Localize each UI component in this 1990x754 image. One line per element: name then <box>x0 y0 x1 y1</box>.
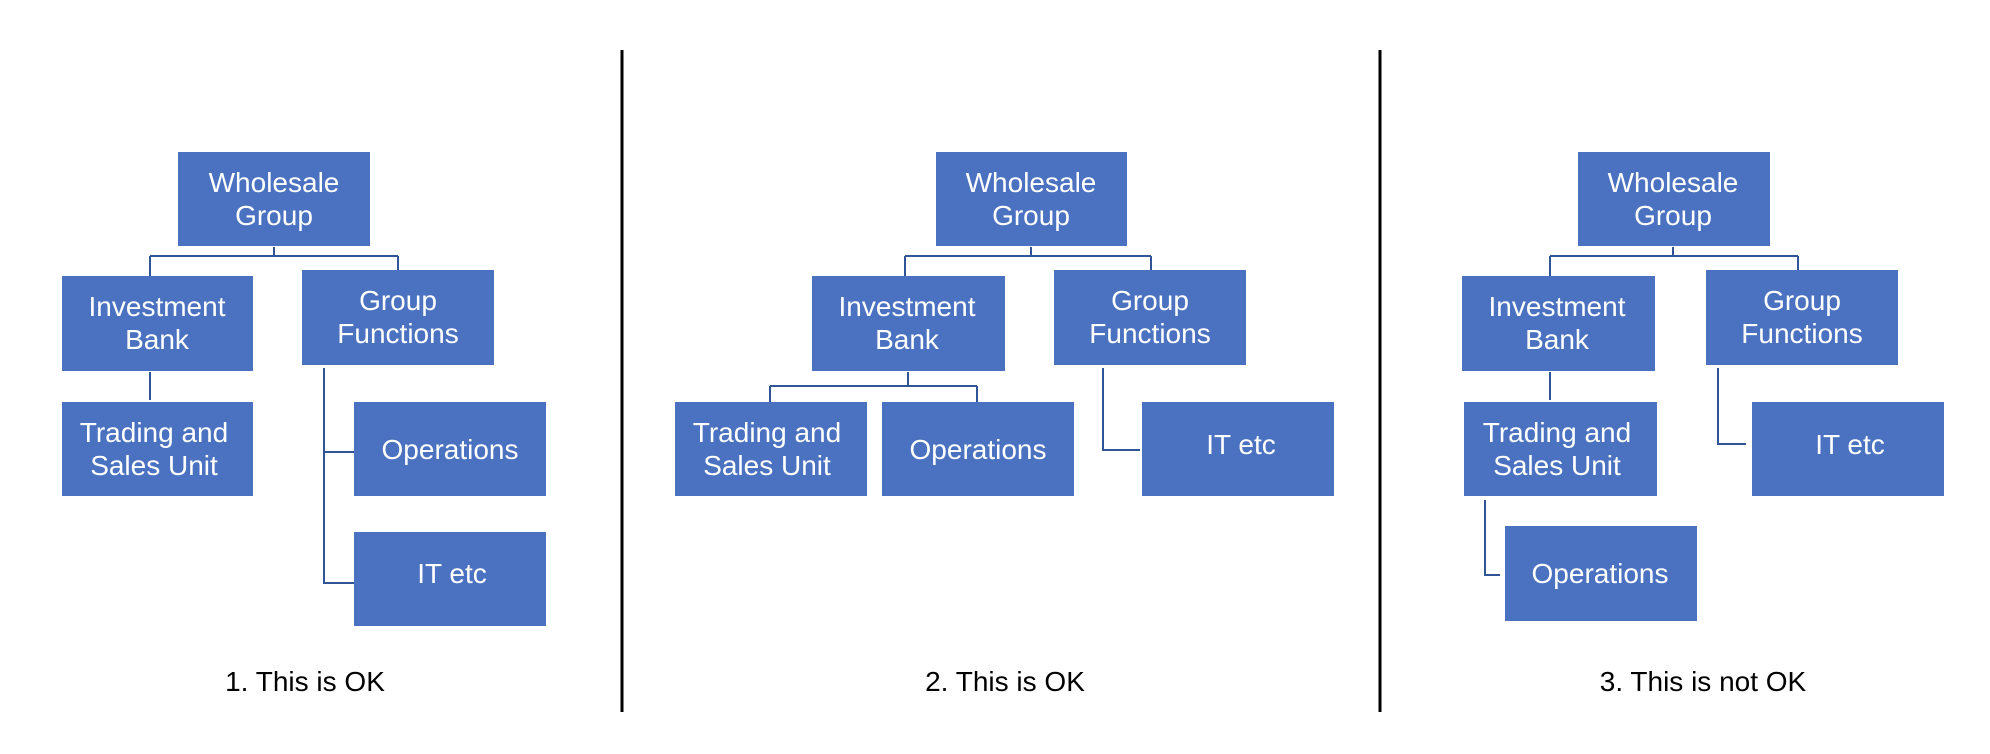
node-label-line2: Functions <box>337 318 458 349</box>
node-investment-bank: Investment Bank <box>62 276 253 371</box>
node-label-line1: Investment <box>89 291 226 322</box>
node-label-line2: Group <box>992 200 1070 231</box>
node-it-etc: IT etc <box>354 532 546 626</box>
node-trading-sales-unit: Trading and Sales Unit <box>62 402 253 496</box>
node-label-line1: Group <box>359 285 437 316</box>
node-label: Operations <box>382 434 519 465</box>
node-operations: Operations <box>1505 526 1697 621</box>
node-label-line1: Trading and <box>1483 417 1631 448</box>
node-it-etc: IT etc <box>1752 402 1944 496</box>
connector-wholesale-children <box>904 247 1152 276</box>
node-investment-bank: Investment Bank <box>1462 276 1655 371</box>
connector-groupfunctions-it <box>1717 368 1746 445</box>
node-group-functions: Group Functions <box>1054 270 1246 365</box>
node-wholesale-group: Wholesale Group <box>1578 152 1770 246</box>
connector-groupfunctions-it <box>1102 368 1140 451</box>
node-operations: Operations <box>354 402 546 496</box>
panel-caption: 1. This is OK <box>225 666 385 697</box>
node-group-functions: Group Functions <box>302 270 494 365</box>
node-label-line2: Sales Unit <box>703 450 831 481</box>
connector-wholesale-children <box>1549 247 1799 276</box>
node-label-line2: Functions <box>1089 318 1210 349</box>
panel-3: Wholesale Group Investment Bank Group Fu… <box>1462 152 1944 697</box>
node-label-line1: Wholesale <box>209 167 340 198</box>
node-label-line2: Functions <box>1741 318 1862 349</box>
node-label: Operations <box>1532 558 1669 589</box>
node-label: Operations <box>910 434 1047 465</box>
node-label-line2: Group <box>1634 200 1712 231</box>
node-it-etc: IT etc <box>1142 402 1334 496</box>
node-label-line2: Sales Unit <box>90 450 218 481</box>
node-wholesale-group: Wholesale Group <box>936 152 1127 246</box>
node-label-line1: Trading and <box>693 417 841 448</box>
connector-wholesale-children <box>149 247 399 276</box>
node-label-line2: Sales Unit <box>1493 450 1621 481</box>
node-label: IT etc <box>417 558 487 589</box>
node-group-functions: Group Functions <box>1706 270 1898 365</box>
node-label-line2: Group <box>235 200 313 231</box>
node-label-line1: Wholesale <box>1608 167 1739 198</box>
node-label: IT etc <box>1815 429 1885 460</box>
connector-investment-children <box>769 372 978 402</box>
node-label-line1: Investment <box>839 291 976 322</box>
node-label-line1: Investment <box>1489 291 1626 322</box>
node-label-line1: Trading and <box>80 417 228 448</box>
panel-2: Wholesale Group Investment Bank Group Fu… <box>675 152 1334 697</box>
connector-groupfunctions-children <box>323 368 354 584</box>
panel-1: Wholesale Group Investment Bank Group Fu… <box>62 152 546 697</box>
node-operations: Operations <box>882 402 1074 496</box>
node-wholesale-group: Wholesale Group <box>178 152 370 246</box>
node-label-line1: Group <box>1763 285 1841 316</box>
node-label-line2: Bank <box>125 324 190 355</box>
node-label-line2: Bank <box>1525 324 1590 355</box>
node-label-line1: Group <box>1111 285 1189 316</box>
node-trading-sales-unit: Trading and Sales Unit <box>1464 402 1657 496</box>
connector-trading-operations <box>1484 500 1500 576</box>
node-trading-sales-unit: Trading and Sales Unit <box>675 402 867 496</box>
node-label-line1: Wholesale <box>966 167 1097 198</box>
node-label-line2: Bank <box>875 324 940 355</box>
node-investment-bank: Investment Bank <box>812 276 1005 371</box>
panel-caption: 3. This is not OK <box>1600 666 1807 697</box>
panel-caption: 2. This is OK <box>925 666 1085 697</box>
node-label: IT etc <box>1206 429 1276 460</box>
